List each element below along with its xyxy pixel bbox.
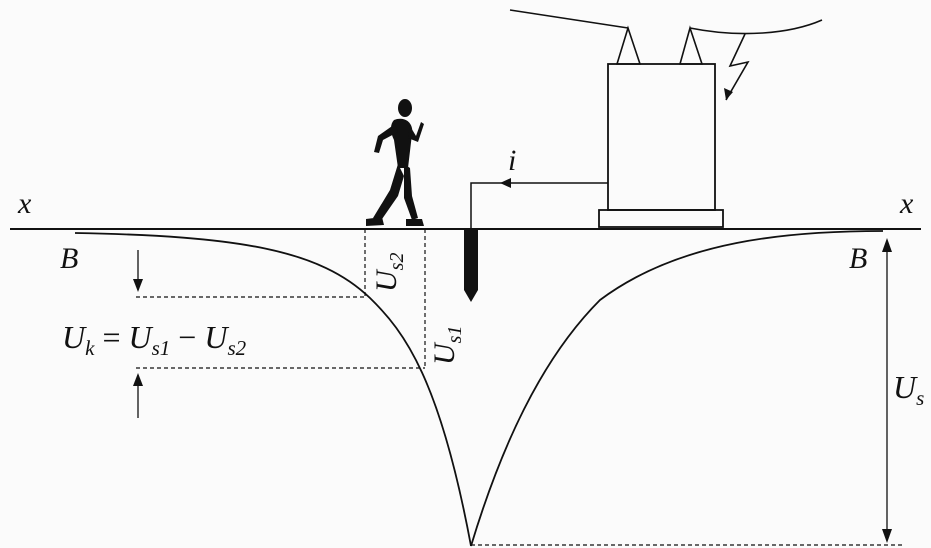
potential-curve-right — [470, 230, 884, 547]
current-line — [470, 182, 608, 229]
current-arrow-icon — [500, 178, 511, 188]
uk-formula: Uk = Us1 − Us2 — [62, 319, 247, 360]
dashed-guides — [136, 229, 905, 546]
axis-label-left: x — [17, 187, 32, 220]
us1-label: Us1 — [428, 326, 466, 365]
point-b-left: B — [60, 242, 78, 275]
substation-icon — [598, 25, 724, 228]
axis-label-right: x — [899, 187, 914, 220]
uk-arrows — [133, 250, 143, 418]
ground-electrode-icon — [464, 229, 478, 302]
potential-curve — [74, 232, 472, 547]
us-dimension-arrow — [882, 238, 892, 543]
overhead-line — [509, 9, 823, 35]
us2-label: Us2 — [370, 253, 408, 292]
us-label: Us — [893, 369, 924, 410]
lightning-bolt-icon — [724, 33, 750, 101]
walking-person-icon — [366, 99, 424, 226]
point-b-right: B — [849, 242, 867, 275]
current-label: i — [508, 144, 516, 177]
